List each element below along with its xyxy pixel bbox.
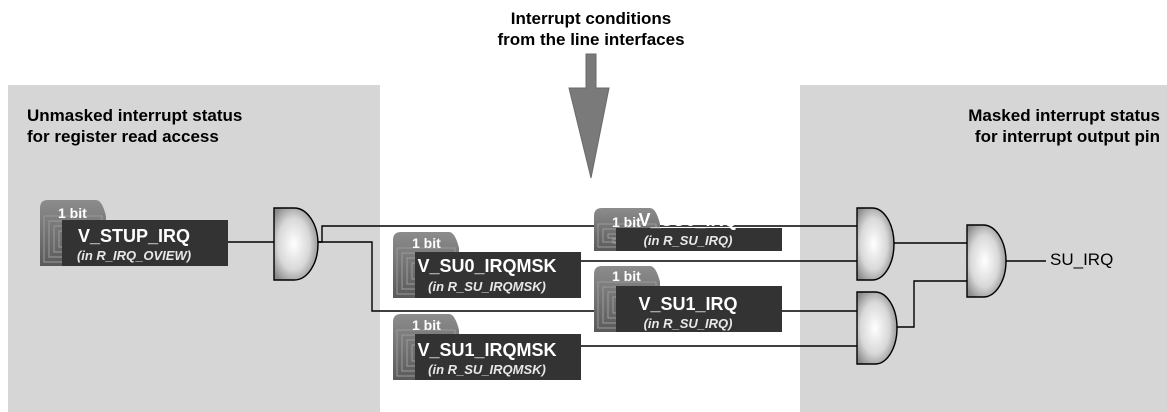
wires bbox=[228, 225, 1046, 347]
register-body bbox=[415, 334, 581, 380]
register-location: (in R_SU_IRQ) bbox=[643, 233, 733, 248]
register-body bbox=[415, 252, 581, 298]
and-gate-1 bbox=[273, 207, 319, 281]
register-body bbox=[616, 286, 782, 332]
register-name: V_SU0_IRQMSK bbox=[417, 256, 557, 276]
register-block bbox=[393, 232, 581, 298]
output-pin-label: SU_IRQ bbox=[1050, 250, 1114, 269]
register-name: V_SU1_IRQ bbox=[638, 294, 738, 314]
input-arrow bbox=[568, 53, 610, 179]
register-tab-label: 1 bit bbox=[612, 268, 641, 284]
left-panel-label: Unmasked interrupt status for register r… bbox=[27, 105, 347, 147]
and-gate-4 bbox=[966, 224, 1007, 298]
right-panel-label-line1: Masked interrupt status bbox=[968, 106, 1160, 125]
register-block bbox=[594, 266, 782, 332]
arrow-caption-line2: from the line interfaces bbox=[497, 30, 685, 49]
and-gate-3 bbox=[856, 291, 898, 365]
register-location: (in R_SU_IRQMSK) bbox=[428, 279, 546, 294]
left-panel-label-line2: for register read access bbox=[27, 127, 219, 146]
register-body bbox=[62, 220, 228, 266]
arrow-caption: Interrupt conditions from the line inter… bbox=[440, 8, 742, 50]
register-tab-label: 1 bit bbox=[412, 235, 441, 251]
register-block bbox=[393, 314, 581, 380]
register-name: V_SU0_IRQ bbox=[638, 210, 738, 230]
register-block bbox=[40, 200, 228, 266]
register-location: (in R_SU_IRQ) bbox=[643, 316, 733, 331]
register-name: V_STUP_IRQ bbox=[77, 226, 191, 246]
register-body bbox=[616, 228, 782, 251]
register-location: (in R_SU_IRQMSK) bbox=[428, 362, 546, 377]
register-location: (in R_IRQ_OVIEW) bbox=[76, 248, 192, 263]
register-tab-label: 1 bit bbox=[612, 214, 641, 230]
register-name: V_SU1_IRQMSK bbox=[417, 340, 557, 360]
register-tab-label: 1 bit bbox=[412, 317, 441, 333]
left-panel-label-line1: Unmasked interrupt status bbox=[27, 106, 243, 125]
register-block bbox=[594, 208, 782, 251]
arrow-caption-line1: Interrupt conditions bbox=[510, 9, 672, 28]
wire-gate1-to-gate3 bbox=[318, 241, 860, 312]
register-tab-label: 1 bit bbox=[58, 205, 87, 221]
and-gate-2 bbox=[856, 207, 895, 281]
right-panel-label: Masked interrupt status for interrupt ou… bbox=[830, 105, 1160, 147]
wire-gate3-to-gate4 bbox=[897, 280, 970, 328]
right-panel-label-line2: for interrupt output pin bbox=[974, 127, 1160, 146]
